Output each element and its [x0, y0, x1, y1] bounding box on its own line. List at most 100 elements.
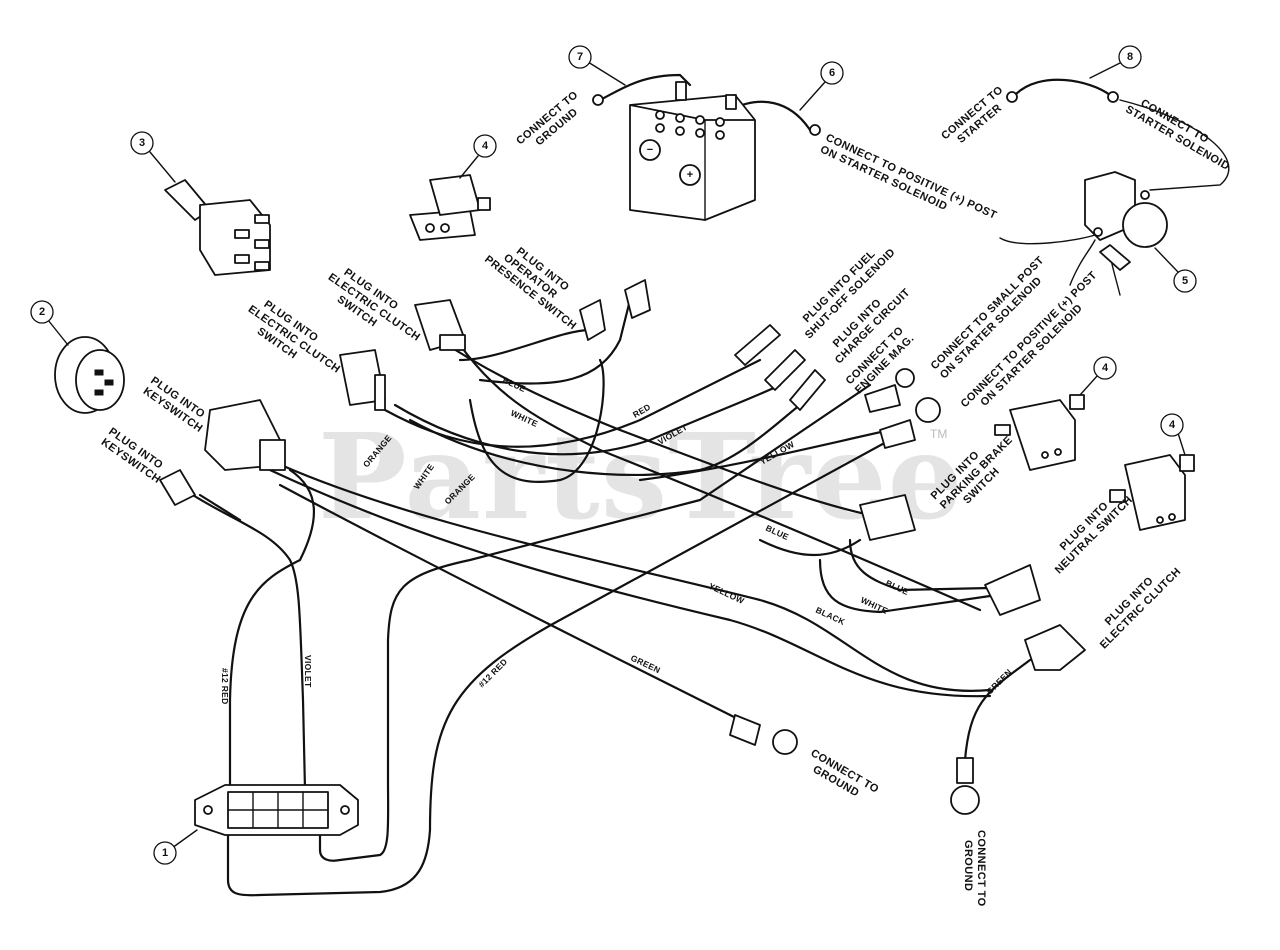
callout-4-right: 4 [1160, 413, 1186, 456]
wire-neutral-blue [848, 538, 992, 592]
terminal-small-post [864, 384, 901, 413]
label-plug-electric-clutch: PLUG INTO ELECTRIC CLUTCH [1098, 566, 1184, 652]
wire-loop-bottom [226, 818, 432, 897]
ring-ground-bottom [950, 785, 980, 815]
svg-text:3: 3 [139, 137, 145, 149]
wire-12-red-left [228, 468, 316, 792]
ring-terminal-8b [1107, 91, 1119, 103]
wire-presence-b [478, 298, 632, 385]
wire-12-red-long [428, 438, 892, 832]
svg-text:ELECTRIC CLUTCH: ELECTRIC CLUTCH [326, 271, 422, 344]
callout-4-top: 4 [459, 134, 497, 179]
connector-clutch-switch [339, 349, 386, 411]
svg-text:STARTER SOLENOID: STARTER SOLENOID [1123, 103, 1231, 172]
watermark-text: PartsTree [318, 407, 964, 546]
wire-label-black: BLACK [814, 605, 847, 628]
watermark-tm: TM [930, 427, 947, 441]
connector-keyswitch-small [159, 469, 196, 506]
wire-label-green-2: GREEN [984, 667, 1014, 697]
battery-minus: − [647, 144, 653, 156]
svg-text:7: 7 [577, 51, 583, 63]
connector-keyswitch-main [204, 399, 286, 471]
ring-small-post [895, 368, 915, 388]
battery: − + [629, 81, 756, 221]
svg-text:1: 1 [162, 847, 168, 859]
callout-6: 6 [799, 61, 844, 111]
label-plug-clutch-switch-2: PLUG INTO ELECTRIC CLUTCH SWITCH [246, 298, 342, 375]
wire-yellow-pos [638, 428, 892, 482]
svg-text:4: 4 [1102, 362, 1109, 374]
callout-5: 5 [1154, 247, 1197, 293]
cable-starter-8 [1013, 78, 1112, 97]
engine-mag-terminal [789, 369, 826, 411]
label-connect-starter: CONNECT TO STARTER [939, 84, 1005, 146]
fuel-solenoid-terminal [734, 324, 781, 366]
ring-terminal-6 [809, 124, 821, 136]
label-plug-operator-presence: PLUG INTO OPERATOR PRESENCE SWITCH [482, 245, 578, 332]
connector-presence-harness [414, 299, 466, 351]
svg-text:8: 8 [1127, 51, 1133, 63]
wire-label-12-red-2: #12 RED [220, 668, 230, 705]
wire-white-upper [458, 343, 982, 612]
wire-green-clutch [963, 658, 1032, 762]
label-plug-neutral: PLUG INTO NEUTRAL SWITCH [1053, 494, 1135, 576]
label-plug-keyswitch-1: PLUG INTO KEYSWITCH [141, 375, 207, 435]
svg-text:GROUND: GROUND [962, 840, 974, 891]
svg-text:CONNECT TO: CONNECT TO [975, 830, 987, 907]
wire-neutral-white [818, 558, 992, 614]
wire-presence-a [458, 328, 592, 362]
leader-starter-solenoid [1119, 99, 1230, 191]
label-connect-ground-top: CONNECT TO GROUND [514, 89, 580, 148]
harness-wires [183, 298, 1032, 897]
label-connect-small-post: CONNECT TO SMALL POST ON STARTER SOLENOI… [929, 254, 1047, 381]
svg-text:6: 6 [829, 67, 835, 79]
label-connect-starter-solenoid: CONNECT TO STARTER SOLENOID [1123, 97, 1231, 173]
label-connect-positive-top: CONNECT TO POSITIVE (+) POST ON STARTER … [818, 132, 998, 222]
ring-terminal-7 [592, 94, 604, 106]
wire-label-blue-3: BLUE [884, 578, 910, 597]
wire-orange [468, 358, 605, 483]
starter-solenoid [1084, 171, 1168, 271]
svg-text:4: 4 [1169, 419, 1176, 431]
svg-text:ELECTRIC CLUTCH: ELECTRIC CLUTCH [1098, 566, 1184, 652]
label-plug-keyswitch-2: PLUG INTO KEYSWITCH [99, 426, 165, 486]
svg-text:2: 2 [39, 306, 45, 318]
wire-violet [183, 488, 307, 792]
svg-text:5: 5 [1182, 275, 1188, 287]
wire-keyswitch-small [198, 493, 242, 522]
parking-brake-switch [994, 394, 1085, 471]
callout-1: 1 [153, 829, 198, 865]
presence-switch-component [409, 174, 491, 241]
wire-yellow-mag [408, 403, 802, 477]
toggle-switch-component [164, 179, 271, 276]
svg-text:4: 4 [482, 140, 489, 152]
connector-presence-plugs [579, 279, 651, 341]
wire-green-ground [278, 483, 742, 722]
label-plug-clutch-switch-1: PLUG INTO ELECTRIC CLUTCH SWITCH [326, 266, 422, 344]
callout-4-mid: 4 [1079, 356, 1117, 396]
wire-trunk-b [268, 468, 992, 698]
wire-violet-charge [393, 383, 782, 456]
terminal-positive-mid [879, 419, 916, 449]
wire-label-blue-1: BLUE [501, 375, 527, 394]
callout-3: 3 [130, 131, 176, 183]
callout-8: 8 [1089, 45, 1142, 79]
neutral-switch [1109, 454, 1195, 531]
terminal-ground-bottom [956, 757, 974, 784]
wire-label-violet-2: VIOLET [303, 655, 313, 688]
ring-ground-mid [772, 729, 798, 755]
leader-positive [999, 234, 1096, 245]
svg-text:NEUTRAL SWITCH: NEUTRAL SWITCH [1053, 494, 1135, 576]
terminal-ground-mid [729, 714, 761, 746]
leader-small-post [1069, 239, 1096, 286]
wire-trunk-a [268, 458, 992, 693]
label-connect-ground-mid: CONNECT TO GROUND [809, 747, 881, 799]
wire-red-mid [318, 383, 872, 862]
clutch-connector [1024, 624, 1086, 671]
neutral-connector [984, 564, 1041, 616]
wire-label-white-3: WHITE [859, 595, 889, 616]
cable-ground-7 [598, 73, 692, 102]
fuse-block [194, 784, 359, 836]
